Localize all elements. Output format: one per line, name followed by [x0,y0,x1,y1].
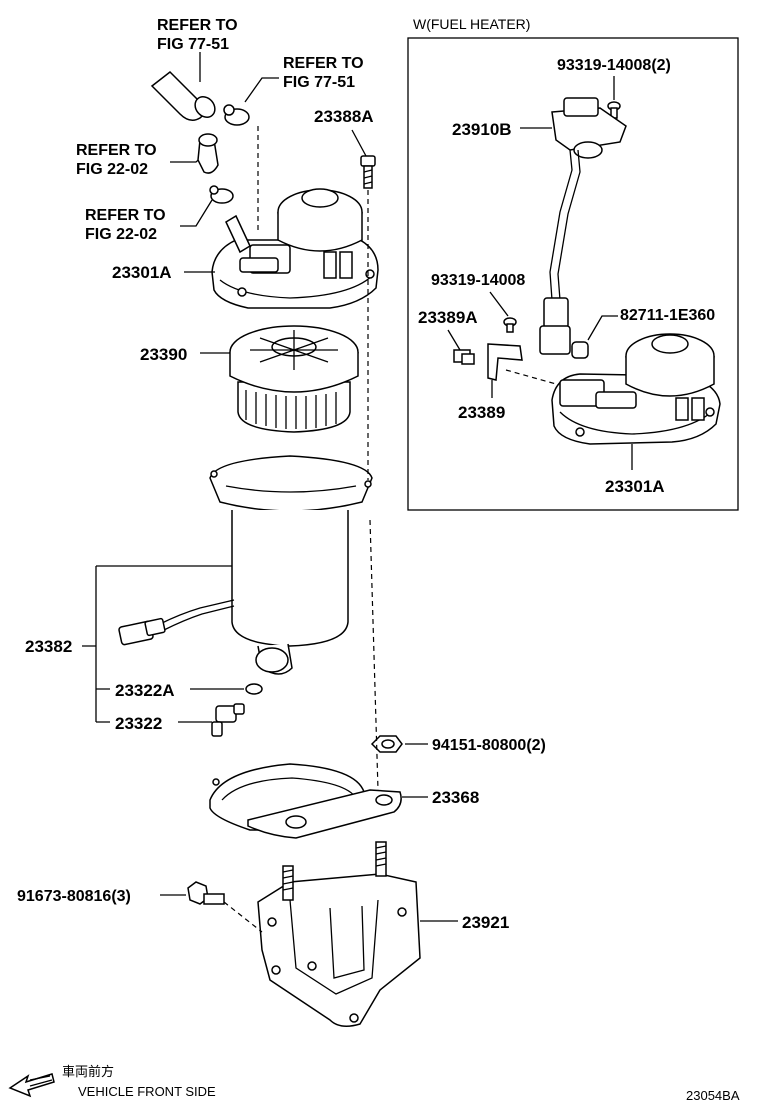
label-93319-14008: 93319-14008 [431,272,525,289]
label-23382: 23382 [25,637,72,656]
fuel-hose-lower [197,133,219,174]
label-93319-14008-2: 93319-14008(2) [557,57,671,74]
label-23368: 23368 [432,788,479,807]
label-23921: 23921 [462,913,509,932]
label-23388A: 23388A [314,107,374,126]
ref-fig-77-51-b-line2: FIG 77-51 [283,74,355,91]
inset-fuel-heater-frame [407,37,739,511]
hose-clamp-lower [209,185,234,204]
label-23910B: 23910B [452,120,512,139]
bolt-91673-80816 [187,881,225,905]
inset-title: W(FUEL HEATER) [413,16,530,32]
clamp-82711-1E360 [571,341,589,359]
label-94151-80800: 94151-80800(2) [432,737,546,754]
ref-fig-22-02-a-line1: REFER TO [76,142,157,159]
screw-93319-14008 [503,317,517,333]
label-82711-1E360: 82711-1E360 [620,307,715,324]
clip-23389A [453,349,475,365]
fuel-heater-23910B [539,97,627,355]
ref-fig-77-51-b-line1: REFER TO [283,55,364,72]
filter-head-23301A-inset [551,333,721,445]
label-91673-80816: 91673-80816(3) [17,888,131,905]
label-23322: 23322 [115,714,162,733]
label-23389: 23389 [458,403,505,422]
filter-element-23390 [229,325,359,433]
label-23301A: 23301A [112,263,172,282]
label-23322A: 23322A [115,681,175,700]
filter-case-23382 [118,455,373,675]
bracket-23368 [209,763,402,839]
mounting-bracket-23921 [257,841,421,1027]
drain-plug-23322 [211,703,245,737]
footer-japanese-front: 車両前方 [62,1064,114,1079]
hose-clamp-upper [223,104,250,126]
footer-vehicle-front-side: VEHICLE FRONT SIDE [78,1084,216,1099]
ref-fig-77-51-a-line2: FIG 77-51 [157,36,229,53]
ref-fig-22-02-b-line2: FIG 22-02 [85,226,157,243]
label-23301A-inset: 23301A [605,477,665,496]
label-23390: 23390 [140,345,187,364]
fuel-hose-upper [150,71,216,121]
screw-93319-14008-upper [607,101,621,119]
ref-fig-22-02-a-line2: FIG 22-02 [76,161,148,178]
ref-fig-22-02-b-line1: REFER TO [85,207,166,224]
bolt-23388A [360,155,376,189]
nut-94151-80800 [370,735,403,753]
bracket-23389 [487,343,523,381]
label-23389A: 23389A [418,308,478,327]
filter-head-23301A [211,188,379,309]
vehicle-front-arrow-icon [8,1073,55,1098]
figure-code: 23054BA [686,1088,740,1103]
ref-fig-77-51-a-line1: REFER TO [157,17,238,34]
o-ring-23322A [245,683,263,695]
